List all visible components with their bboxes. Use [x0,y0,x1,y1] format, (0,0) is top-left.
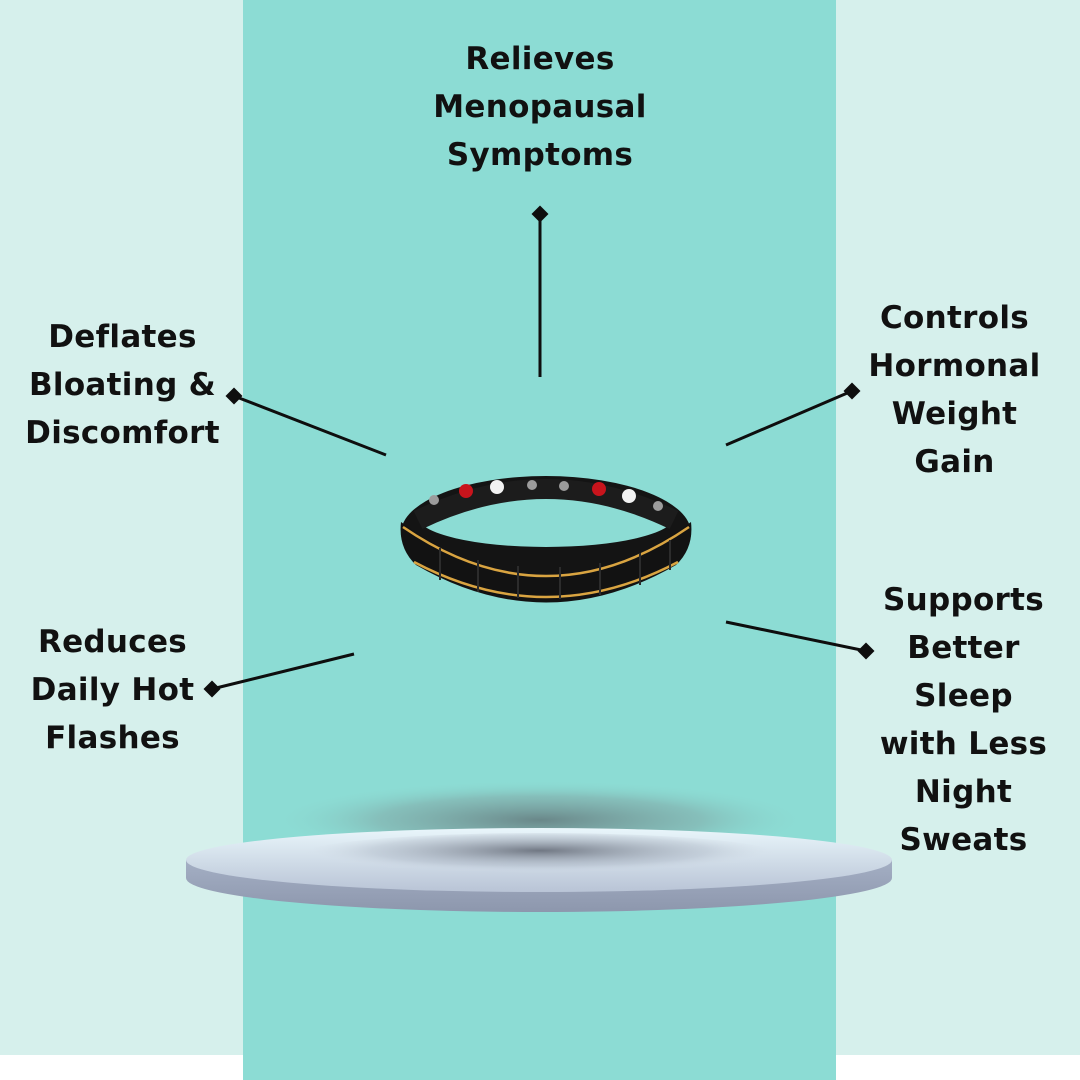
podium [186,780,892,912]
callout-reduces-hot-flashes: Reduces Daily Hot Flashes [30,624,195,756]
callout-lines [203,205,875,698]
callout-line-right-lower [725,620,867,653]
callout-supports-better-sleep: Supports Better Sleep with Less Night Sw… [879,582,1048,858]
callout-controls-hormonal-weight-gain: Controls Hormonal Weight Gain [868,300,1041,480]
callout-line-left-upper [233,394,387,457]
callout-deflates-bloating: Deflates Bloating & Discomfort [25,319,220,451]
callout-line-right-upper [725,389,853,447]
callout-line-left-lower [211,652,355,691]
callout-relieves-menopausal-symptoms: Relieves Menopausal Symptoms [433,41,647,173]
magnetic-bracelet [400,476,692,603]
